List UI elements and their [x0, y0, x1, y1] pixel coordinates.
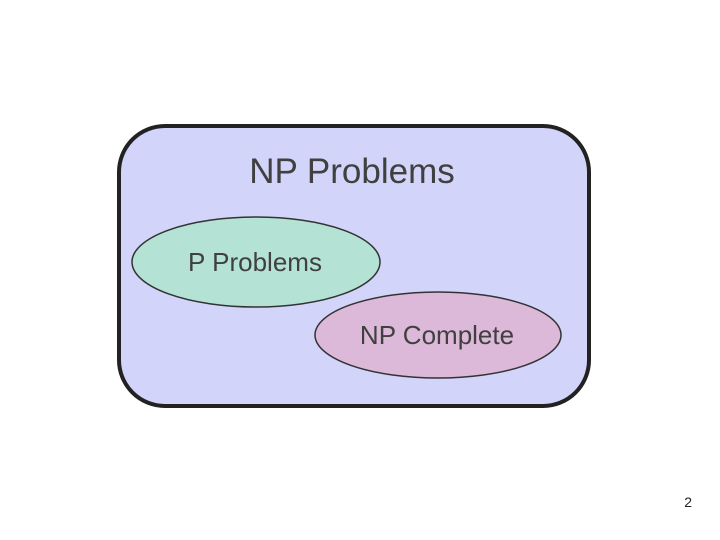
p-problems-ellipse: [131, 216, 381, 308]
page-number: 2: [684, 494, 692, 510]
np-complete-label: NP Complete: [360, 320, 514, 350]
np-problems-label: NP Problems: [249, 152, 455, 191]
np-complete-ellipse: [314, 291, 562, 379]
p-problems-label: P Problems: [188, 247, 322, 277]
